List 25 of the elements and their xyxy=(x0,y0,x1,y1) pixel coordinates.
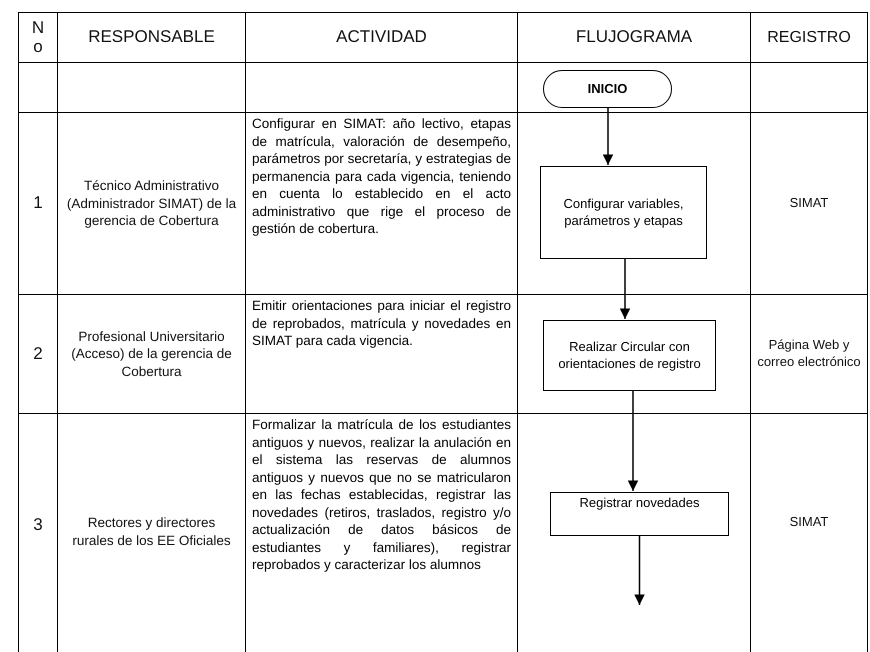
column-header: RESPONSABLE xyxy=(88,26,215,48)
responsible-text: Rectores y directores rurales de los EE Oficiales xyxy=(71,514,232,550)
activity-text: Configurar en SIMAT: año lectivo, etapas de matrícula, valoración de desempeño, parámetros por secretaría, y estrategias de permanencia para cada vigencia, teniendo en cuenta lo establecido en el acto administrativo que rige el proceso de gestión de cobertura. xyxy=(251,115,512,238)
column-header: ACTIVIDAD xyxy=(336,26,427,48)
record-text: SIMAT xyxy=(788,514,830,531)
responsible-text: Profesional Universitario (Acceso) de la gerencia de Cobertura xyxy=(70,328,233,380)
column-header: FLUJOGRAMA xyxy=(576,26,692,48)
responsible-text: Técnico Administrativo (Administrador SIMAT) de la gerencia de Cobertura xyxy=(66,177,238,230)
record-text: SIMAT xyxy=(788,195,830,212)
row-number: 3 xyxy=(33,514,43,536)
arrow xyxy=(602,108,614,165)
process-box: Configurar variables, parámetros y etapas xyxy=(540,166,707,259)
activity-text: Emitir orientaciones para iniciar el registro de reprobados, matrícula y novedades en SIMAT para cada vigencia. xyxy=(251,297,512,350)
process-box: Realizar Circular con orientaciones de registro xyxy=(543,320,716,391)
arrow xyxy=(620,259,630,319)
arrow xyxy=(628,391,638,491)
column-header: REGISTRO xyxy=(766,28,852,46)
column-header: No xyxy=(30,18,46,56)
activity-text: Formalizar la matrícula de los estudiantes antiguos y nuevos, realizar la anulación en el sistema las reservas de alumnos antiguos y nuevos que no se matricularon en las fechas establecidas, registrar las novedades (retiros, traslados, registro y/o actualización de datos básicos de estudiantes y familiares), registrar reprobados y caracterizar los alumnos xyxy=(251,416,512,574)
arrow xyxy=(634,536,645,605)
terminator-pill: INICIO xyxy=(543,70,672,108)
row-number: 1 xyxy=(33,192,43,214)
record-text: Página Web y correo electrónico xyxy=(756,337,862,371)
process-box: Registrar novedades xyxy=(550,492,729,536)
row-number: 2 xyxy=(33,342,43,365)
